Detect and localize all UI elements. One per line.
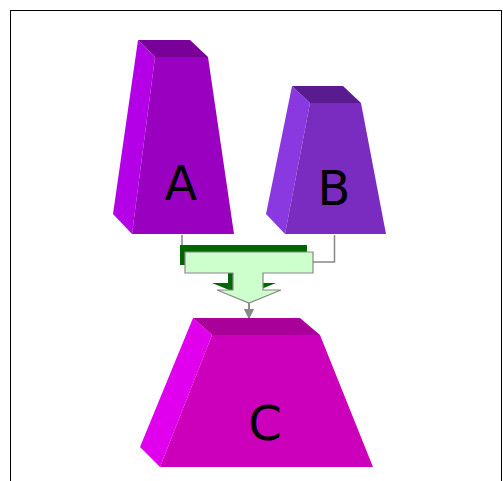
front-face [160,335,373,467]
top-face [138,40,208,57]
front-face [132,57,234,234]
block-label: B [318,164,351,212]
trapezoid-outline [266,86,387,235]
top-face [193,318,320,335]
merge-block-arrow [185,252,313,303]
block-label: A [165,159,198,207]
trapezoid-block: B [266,86,387,235]
front-face [285,103,386,234]
trapezoid-block: C [140,318,374,468]
trapezoid-block: A [113,40,235,235]
top-face [292,86,361,103]
block-label: C [248,399,282,447]
frame-border [11,11,502,481]
